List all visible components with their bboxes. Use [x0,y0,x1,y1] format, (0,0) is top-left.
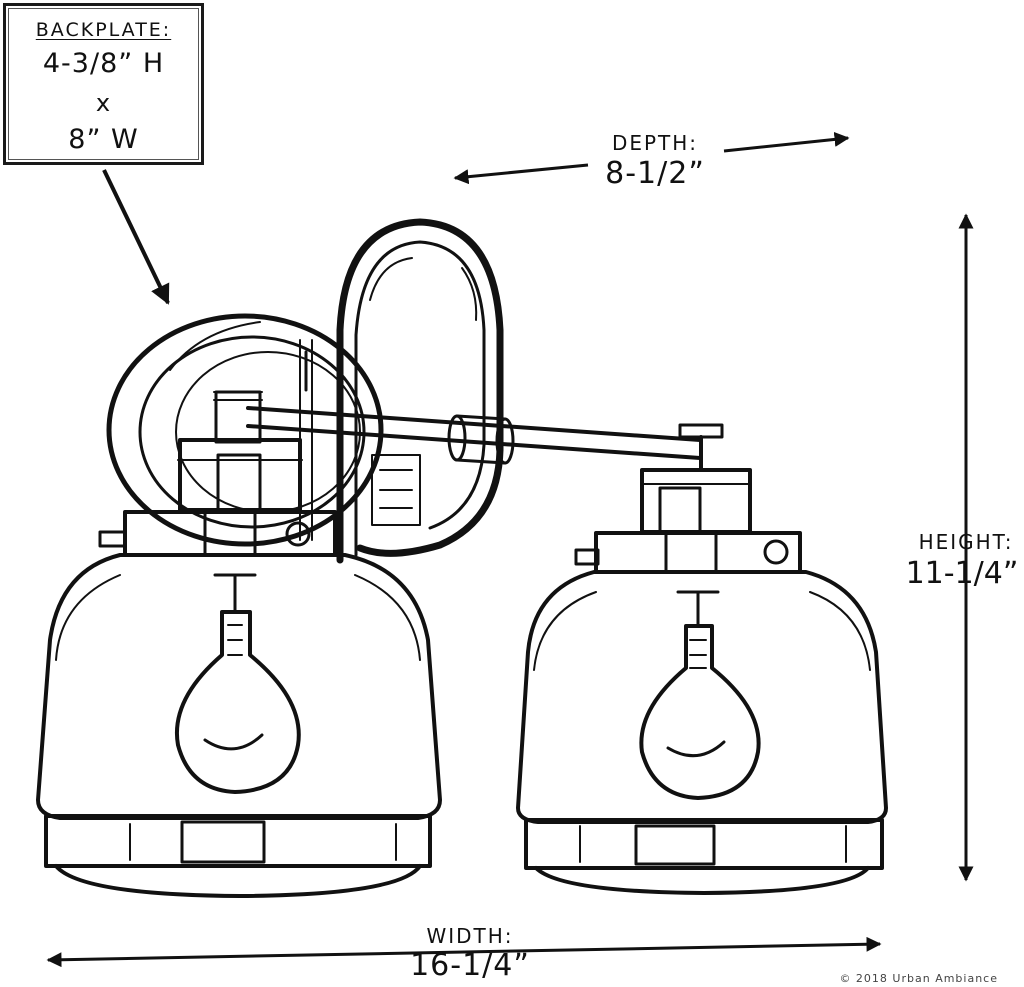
backplate-height-value: 4-3/8” H [42,48,165,79]
backplate-times-symbol: x [95,89,112,117]
left-lamp-drawing [36,438,442,898]
backplate-callout-box: BACKPLATE: 4-3/8” H x 8” W [3,3,204,165]
depth-arrow-right [723,131,850,153]
backplate-pointer-arrow [102,169,170,305]
height-label: HEIGHT: [918,530,1014,554]
height-value: 11-1/4” [905,556,1019,591]
depth-value: 8-1/2” [605,156,705,191]
width-label: WIDTH: [426,924,514,948]
width-arrow [46,936,882,968]
width-value: 16-1/4” [410,948,530,983]
backplate-label: BACKPLATE: [35,19,172,41]
hoop-arm-drawing [336,218,504,564]
copyright-notice: © 2018 Urban Ambiance [839,972,998,985]
right-lamp-drawing [516,468,888,895]
depth-arrow-left [453,163,589,185]
backplate-width-value: 8” W [68,124,139,155]
depth-label: DEPTH: [611,131,699,155]
cross-arm-drawing [213,390,724,472]
backplate-drawing [106,313,421,547]
